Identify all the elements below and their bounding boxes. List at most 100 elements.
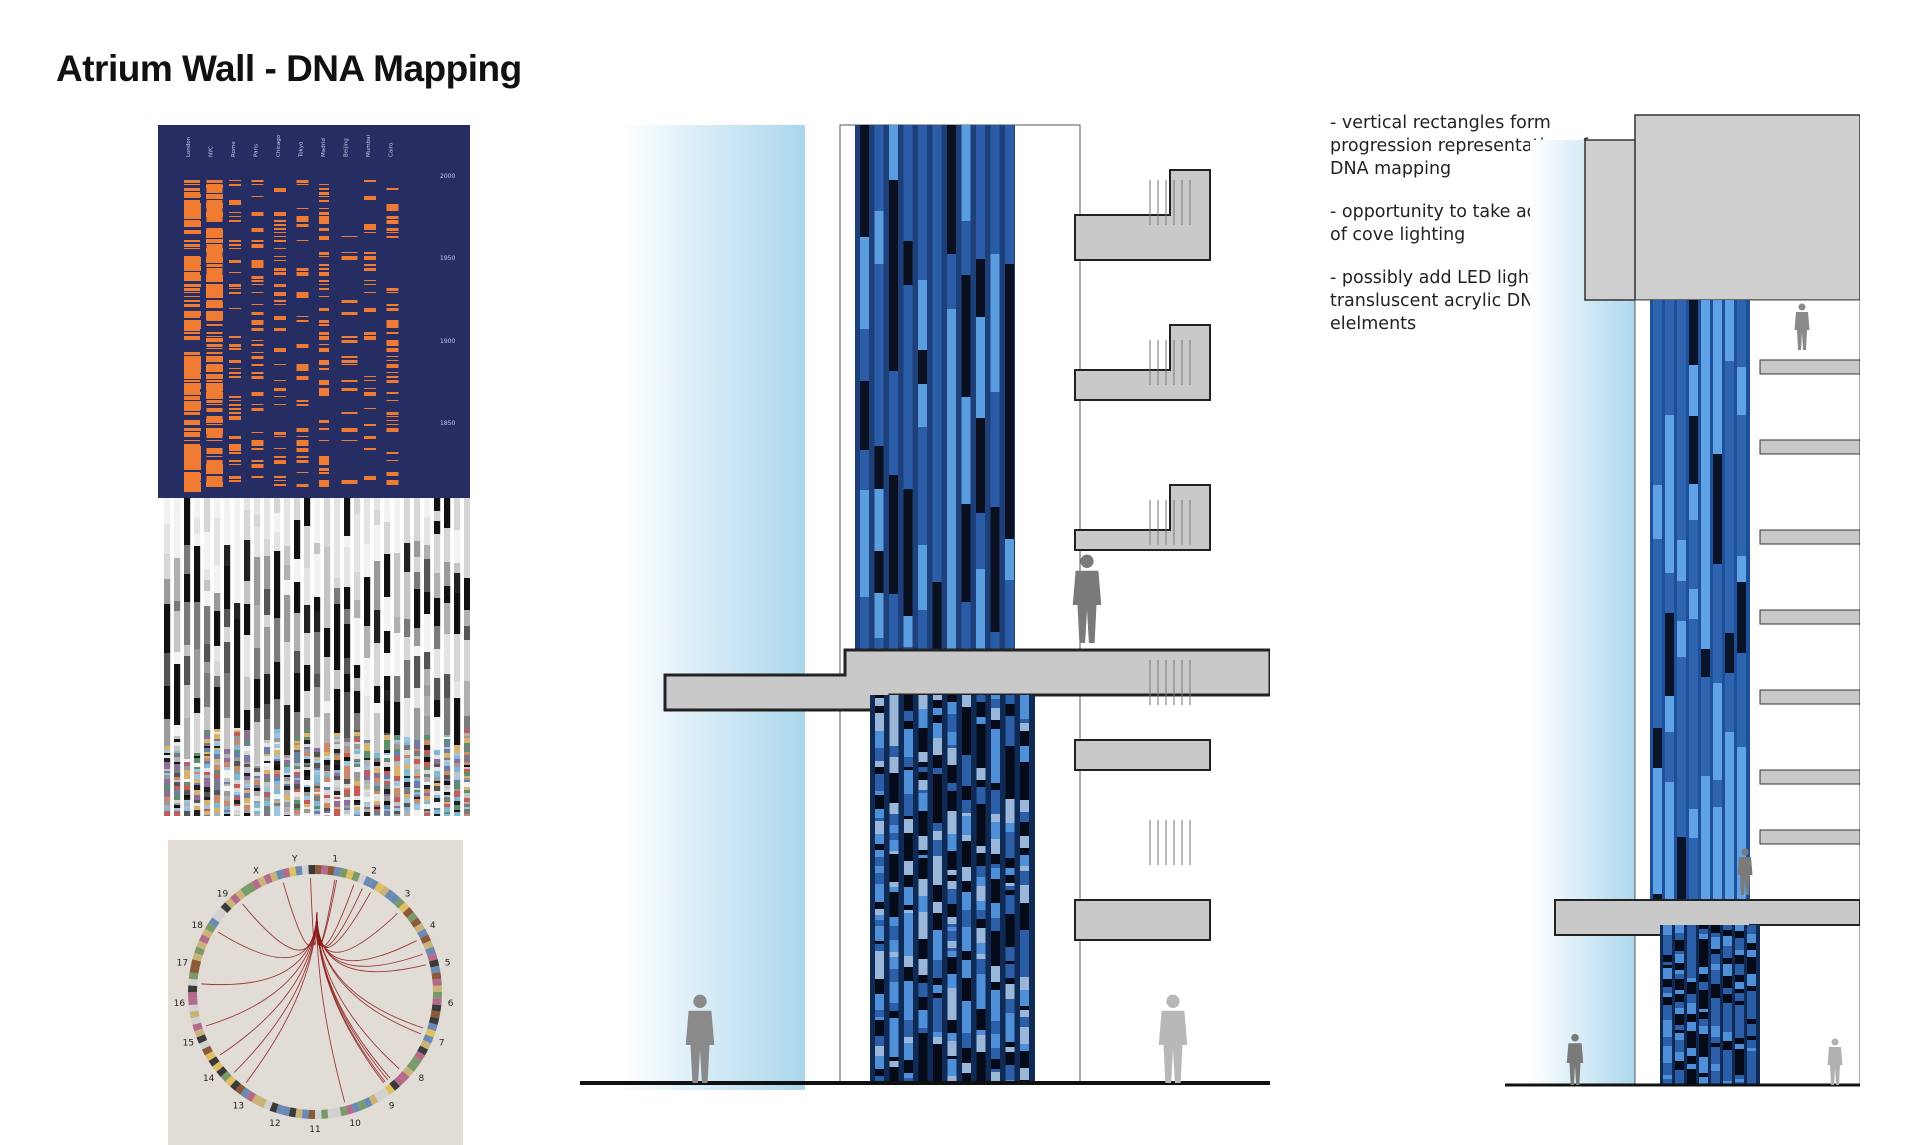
dna-segment [194,767,201,769]
chromosome-label: 18 [191,921,203,931]
dna-segment [444,586,451,603]
chart-bar [206,460,223,464]
dna-segment [174,800,181,803]
dna-block [933,885,942,902]
chart-bar [184,383,201,389]
dna-block [933,768,942,774]
chart-bar [274,460,286,464]
dna-block [1677,581,1686,621]
dna-block [1699,939,1708,949]
person-silhouette [1072,554,1102,643]
dna-block [962,960,971,978]
dna-block [1663,979,1672,987]
chart-bar [229,344,241,347]
chart-bar [206,180,223,183]
dna-segment [234,770,241,774]
dna-block [962,1001,971,1014]
chromosome-band [230,1079,241,1091]
chart-bar [184,380,200,382]
dna-segment [204,792,211,797]
dna-segment [464,749,470,752]
dna-segment [384,758,391,762]
chart-bar [206,480,223,483]
dna-segment [204,809,211,811]
dna-segment [454,793,461,797]
dna-block [1711,1059,1720,1064]
dna-block [933,978,942,985]
dna-segment [224,767,231,770]
chart-bar [184,420,200,424]
dna-block [1711,984,1720,991]
chart-bar [341,364,358,365]
dna-segment [414,557,421,572]
chart-bar [364,268,376,271]
chart-bar [206,448,223,452]
dna-segment [344,658,351,674]
dna-segment [464,802,470,804]
dna-block [889,969,899,982]
chart-bar [229,288,241,289]
dna-segment [274,770,281,774]
chart-bar [341,312,358,315]
dna-segment [394,773,401,776]
chromosome-band [413,922,425,933]
dna-segment [354,550,361,572]
chromosome-band [220,902,232,914]
dna-segment [404,784,411,787]
dna-segment [314,796,321,801]
dna-segment [414,572,421,589]
dna-block [1663,935,1672,943]
dna-block [918,855,928,858]
dna-segment [464,776,470,778]
chart-bar [319,184,329,185]
dna-block [1711,1071,1720,1083]
dna-block [976,954,986,959]
dna-block [1005,755,1015,773]
chart-bar [296,316,309,317]
dna-segment [164,773,171,775]
dna-segment [464,716,470,729]
dna-block [875,866,884,870]
dna-block [875,844,884,850]
dna-segment [274,776,281,781]
dna-block [860,450,869,490]
chromosome-band [357,1099,367,1111]
chromosome-band [225,897,237,909]
dna-block [1020,961,1029,977]
chart-bar [296,240,309,241]
dna-segment [414,749,421,751]
dna-segment [364,743,371,748]
dna-block [1711,970,1720,980]
dna-segment [464,626,470,640]
dna-block [1005,852,1015,858]
dna-segment [444,674,451,698]
dna-block [962,707,971,723]
note-vertical-rectangles: - vertical rectangles form progression r… [1330,113,1588,179]
dna-segment [334,795,341,797]
dna-block [889,371,898,475]
dna-segment [394,508,401,553]
dna-block [1711,954,1720,964]
chromosome-band [220,1070,232,1082]
dna-block [933,993,942,998]
chart-bar [184,401,201,410]
chart-bar [319,348,329,352]
dna-segment [174,611,181,652]
dna-segment [244,771,251,773]
dna-segment [164,792,171,797]
dna-block [991,990,1000,1005]
dna-segment [184,718,191,759]
chromosome-band [257,875,268,887]
chart-bar [319,460,329,464]
dna-segment [264,756,271,761]
dna-segment [414,776,421,778]
dna-block [1005,890,1015,895]
dna-block [875,902,884,909]
dna-block [1020,762,1029,768]
chart-bar [364,224,376,228]
chart-bar [386,324,399,328]
dna-segment [374,773,381,778]
chart-bar [319,272,329,276]
chart-bar [206,428,223,434]
dna-block [976,1074,986,1084]
